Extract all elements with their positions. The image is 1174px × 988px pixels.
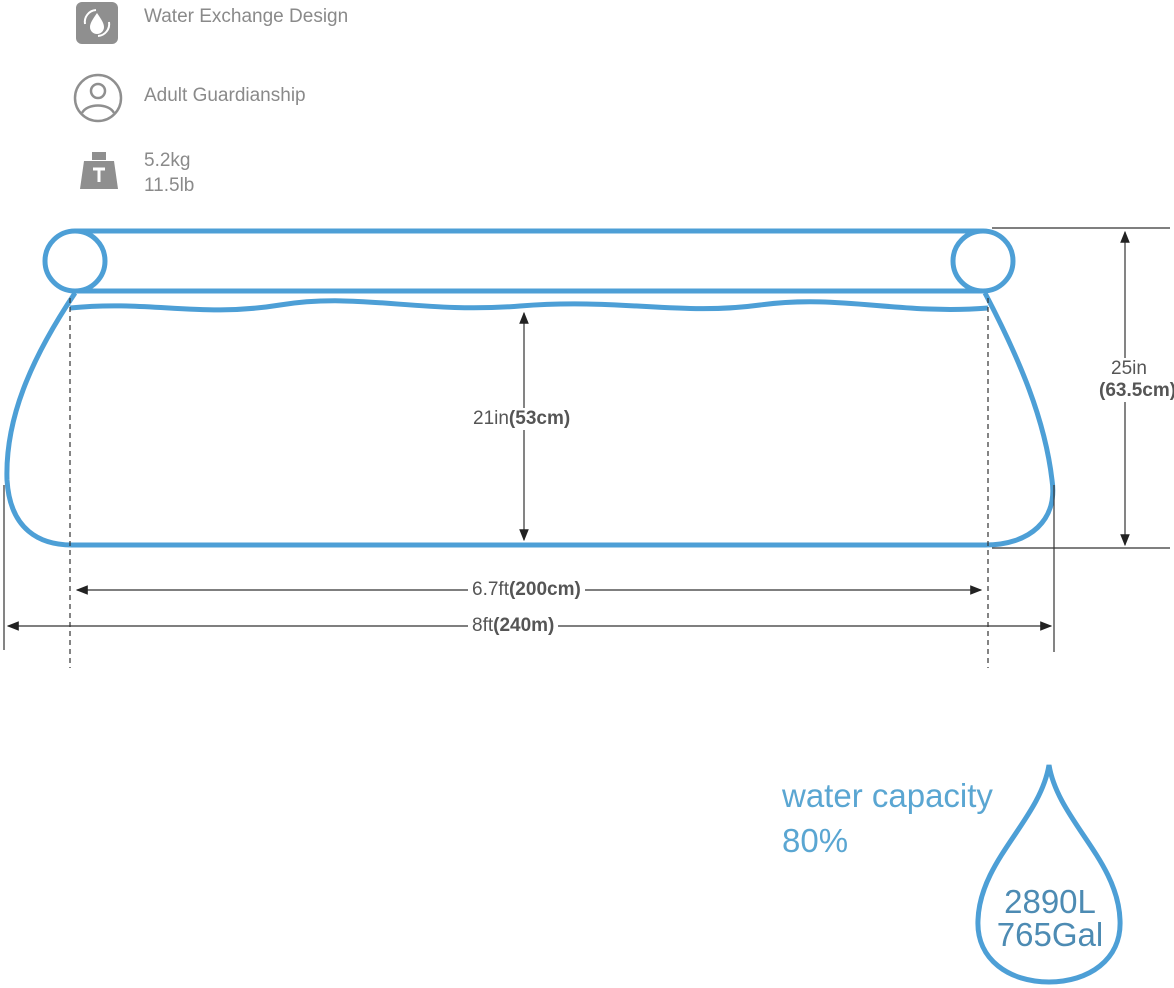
- water-exchange-icon: [76, 2, 118, 44]
- total-height-label: 25in(63.5cm): [1095, 358, 1174, 402]
- water-drop-icon: [975, 764, 1123, 985]
- inner-width-label: 6.7ft(200cm): [468, 579, 585, 601]
- feature-adult-guardianship: Adult Guardianship: [144, 85, 306, 106]
- weight-icon: [80, 152, 118, 189]
- outer-width-label: 8ft(240m): [468, 615, 559, 637]
- water-depth-label: 21in(53cm): [469, 408, 575, 430]
- pool-outline: [4, 228, 1056, 548]
- capacity-percent: 80%: [782, 822, 849, 859]
- feature-weight-kg: 5.2kg: [144, 150, 191, 171]
- feature-weight-lb: 11.5lb: [144, 175, 195, 196]
- capacity-title: water capacity: [782, 777, 993, 814]
- person-icon: [73, 73, 123, 123]
- feature-water-exchange: Water Exchange Design: [144, 6, 349, 27]
